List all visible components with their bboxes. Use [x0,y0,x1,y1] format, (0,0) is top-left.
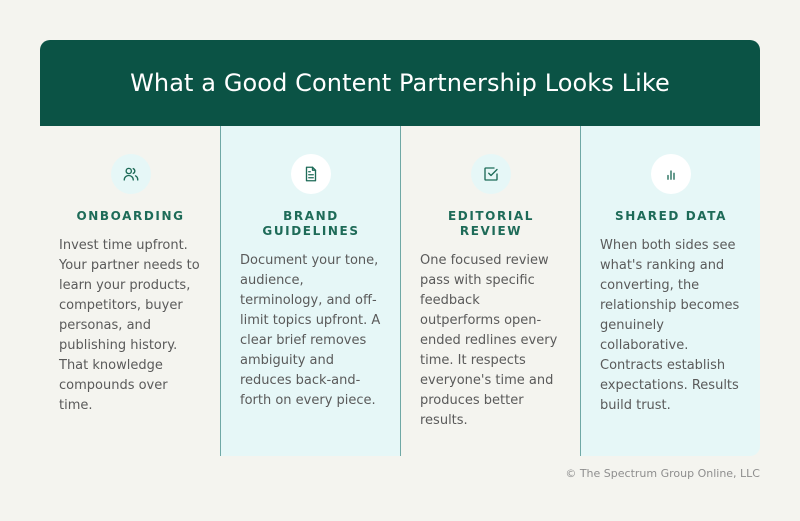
partnership-card: What a Good Content Partnership Looks Li… [40,40,760,456]
checkbox-icon [471,154,511,194]
page-title: What a Good Content Partnership Looks Li… [130,69,670,97]
column-title: ONBOARDING [76,209,185,223]
column-editorial-review: EDITORIAL REVIEW One focused review pass… [400,126,580,456]
column-body: Document your tone, audience, terminolog… [240,253,381,408]
copyright-footer: © The Spectrum Group Online, LLC [565,467,760,480]
columns: ONBOARDING Invest time upfront. Your par… [40,126,760,456]
column-body: One focused review pass with specific fe… [420,253,558,428]
column-brand-guidelines: BRAND GUIDELINES Document your tone, aud… [220,126,400,456]
column-title: BRAND GUIDELINES [262,209,360,238]
column-onboarding: ONBOARDING Invest time upfront. Your par… [40,126,220,456]
bar-chart-icon [651,154,691,194]
document-icon [291,154,331,194]
card-header: What a Good Content Partnership Looks Li… [40,40,760,126]
column-title: SHARED DATA [614,209,727,223]
column-body: When both sides see what's ranking and c… [600,238,740,413]
users-icon [110,154,151,194]
column-body: Invest time upfront. Your partner needs … [59,238,200,413]
column-title: EDITORIAL REVIEW [447,209,535,238]
column-shared-data: SHARED DATA When both sides see what's r… [580,126,760,456]
